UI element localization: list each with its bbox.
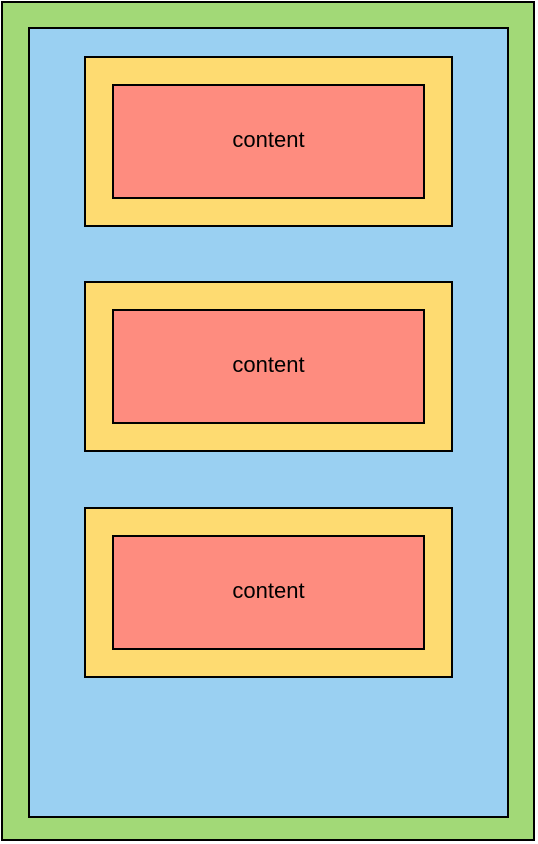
box-2: content	[84, 281, 453, 452]
content-box-1: content	[112, 84, 425, 199]
content-label-3: content	[232, 577, 305, 603]
box-3: content	[84, 507, 453, 678]
content-label-1: content	[232, 126, 305, 152]
content-label-2: content	[232, 351, 305, 377]
content-box-2: content	[112, 309, 425, 424]
box-1: content	[84, 56, 453, 227]
content-box-3: content	[112, 535, 425, 650]
